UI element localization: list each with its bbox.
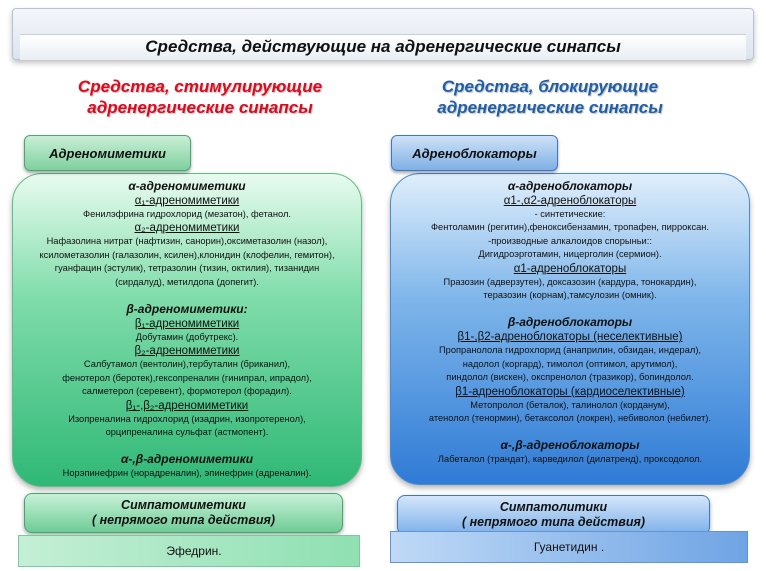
drug-list-line: гуанфацин (эстулик), тетразолин (тизин, … [54,263,320,274]
drug-list-line: -производные алкалоидов спорыньи:: [488,235,652,246]
drug-list-line: Добутамин (добутрекс). [135,332,239,342]
group-heading: β-адреномиметики: [126,302,248,316]
drug-list-line: Фентоламин (регитин),феноксибензамин, тр… [430,222,710,233]
subgroup-heading: α₂-адреномиметики [134,222,240,235]
adrenomimetics-panel [12,173,362,487]
sympatholytics-example: Гуанетидин . [390,531,748,563]
subgroup-heading: α₁-адреномиметики [134,195,240,207]
stimulating-title-line-1: Средства, стимулирующие [77,77,323,96]
drug-list-line: Дигидроэрготамин, ницерголин (сермион). [478,249,662,260]
drug-list-line: орципреналина сульфат (астмопент). [105,427,269,437]
drug-list-line: Салбутамол (вентолин),тербуталин (брикан… [83,359,291,370]
drug-list-line: - синтетические: [534,209,606,219]
group-heading: α-адреномиметики [128,179,246,193]
sympatholytics-tag-line-2: ( непрямого типа действия) [461,515,646,529]
drug-list-line: атенолол (тенормин), бетаксолол (локрен)… [428,413,712,423]
blocking-section-title: Средства, блокирующие адренергические си… [370,76,730,118]
subgroup-heading: β₁-,β₂-адреномиметики [125,399,249,412]
subgroup-heading: β₂-адреномиметики [134,345,240,358]
group-heading: α-,β-адреноблокаторы [500,438,640,453]
drug-list-line: Нафазолина нитрат (нафтизин, санорин),ок… [46,236,328,247]
group-heading: β-адреноблокаторы [507,315,633,330]
subgroup-heading: α1-,α2-адреноблокаторы [503,195,637,207]
stimulating-section-title: Средства, стимулирующие адренергические … [20,76,380,118]
drug-list-line: Фенилэфрина гидрохлорид (мезатон), фетан… [83,209,291,219]
page-title: Средства, действующие на адренергические… [145,37,621,56]
adrenoblockers-tag: Адреноблокаторы [391,135,558,171]
sympathomimetics-tag-line-1: Симпатомиметики [121,498,246,512]
adrenoblockers-panel [390,173,750,485]
blocking-title-line-1: Средства, блокирующие [441,77,659,96]
adrenomimetics-tag: Адреномиметики [24,135,191,171]
blocking-title-line-2: адренергические синапсы [437,98,663,117]
group-heading: α-,β-адреномиметики [120,452,254,467]
drug-list-line: ксилометазолин (галазолин, ксилен),клони… [39,249,335,260]
sympathomimetics-example: Эфедрин. [18,535,360,567]
drug-list-line: Норэпинефрин (норадреналин), эпинефрин (… [62,468,312,479]
drug-list-line: теразозин (корнам),тамсулозин (омник). [483,290,657,300]
drug-list-line: фенотерол (беротек),гексопреналин (гинип… [62,372,312,383]
title-bar [20,34,746,60]
drug-list-line: (сирдалуд), метилдопа (допегит). [115,276,259,287]
drug-list-line: Лабеталол (трандат), карведилол (дилатре… [437,454,703,465]
stimulating-title-line-2: адренергические синапсы [87,98,313,117]
drug-list-line: Празозин (адверзутен), доксазозин (карду… [443,276,697,287]
drug-list-line: пиндолол (вискен), окспренолол (тразикор… [446,372,694,383]
drug-list-line: надолол (коргард), тимолол (оптимол, ару… [462,358,678,369]
group-heading: α-адреноблокаторы [507,179,633,193]
drug-list-line: Пропранолола гидрохлорид (анаприлин, обз… [438,345,702,356]
subgroup-heading: β1-,β2-адреноблокаторы (неселективные) [457,331,683,344]
drug-list-line: Изопреналина гидрохлорид (изадрин, изопр… [68,413,306,424]
sympathomimetics-tag-line-2: ( непрямого типа действия) [91,513,276,527]
subgroup-heading: α1-адреноблокаторы [513,262,627,275]
subgroup-heading: β1-адреноблокаторы (кардиоселективные) [455,385,685,398]
drug-list-line: Метопролол (беталок), талинолол (кордану… [470,399,670,410]
drug-list-line: салметерол (серевент), формотерол (форад… [82,386,292,397]
sympatholytics-tag: Симпатолитики ( непрямого типа действия) [397,495,710,535]
sympatholytics-tag-line-1: Симпатолитики [499,500,608,514]
subgroup-heading: β₁-адреномиметики [134,318,240,330]
sympathomimetics-tag: Симпатомиметики ( непрямого типа действи… [24,493,343,533]
